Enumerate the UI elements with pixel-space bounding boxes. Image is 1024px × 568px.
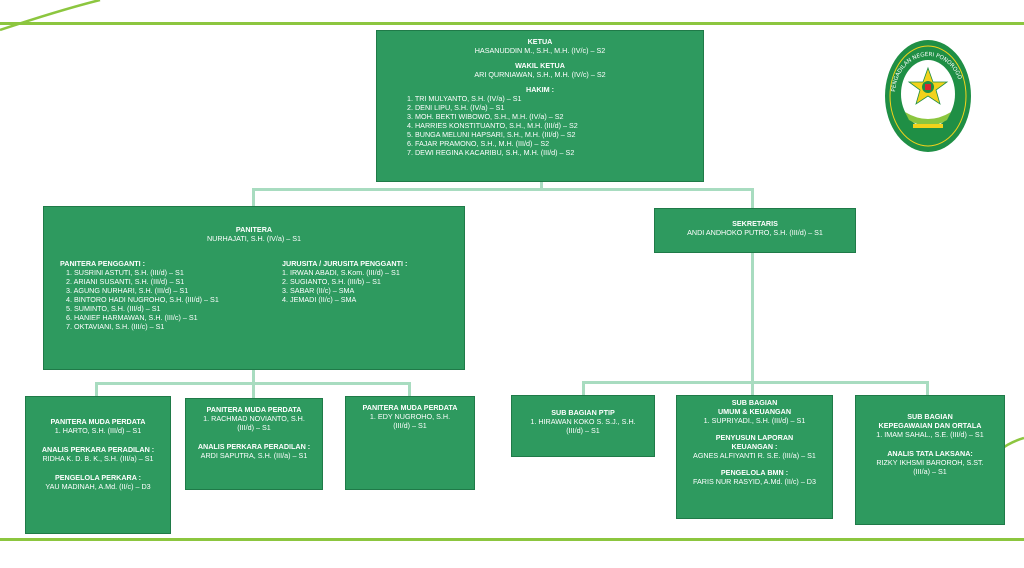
sb2-bmn-title: PENGELOLA BMN : — [720, 468, 789, 477]
list-item: 1. TRI MULYANTO, S.H. (IV/a) – S1 — [407, 94, 522, 103]
pm3-name-line2: (III/d) – S1 — [393, 421, 427, 430]
panitera-title: PANITERA — [235, 225, 273, 234]
connector-to-panitera — [252, 188, 255, 206]
connector-top-horizontal — [252, 188, 753, 191]
connector-to-pm3 — [408, 382, 411, 396]
sb3-title-line1: SUB BAGIAN — [907, 412, 953, 421]
panitera-name: NURHAJATI, S.H. (IV/a) – S1 — [206, 234, 302, 243]
sb2-bmn-name: FARIS NUR RASYID, A.Md. (II/c) – D3 — [692, 477, 816, 486]
hakim-list: 1. TRI MULYANTO, S.H. (IV/a) – S1 2. DEN… — [407, 94, 699, 157]
sb3-analis-title: ANALIS TATA LAKSANA: — [887, 449, 973, 458]
sb1-name-line1: 1. HIRAWAN KOKO S. S.J., S.H. — [530, 417, 636, 426]
list-item: 1. IRWAN ABADI, S.Kom. (III/d) – S1 — [282, 268, 400, 277]
pm2-name-line2: (III/d) – S1 — [237, 423, 271, 432]
pm3-title: PANITERA MUDA PERDATA — [362, 403, 458, 412]
connector-sekretaris-horizontal — [582, 381, 929, 384]
connector-to-pm2 — [252, 382, 255, 398]
connector-to-sb2 — [751, 381, 754, 395]
list-item: 3. AGUNG NURHARI, S.H. (III/d) – S1 — [66, 286, 189, 295]
sekretaris-box: SEKRETARIS ANDI ANDHOKO PUTRO, S.H. (III… — [654, 208, 856, 253]
list-item: 2. SUGIANTO, S.H. (III/b) – S1 — [282, 277, 381, 286]
pm1-name: 1. HARTO, S.H. (III/d) – S1 — [54, 426, 142, 435]
list-item: 4. JEMADI (II/c) – SMA — [282, 295, 357, 304]
pm1-analis-name: RIDHA K. D. B. K., S.H. (III/a) – S1 — [42, 454, 154, 463]
connector-to-sb1 — [582, 381, 585, 395]
pm1-analis-title: ANALIS PERKARA PERADILAN : — [41, 445, 155, 454]
sb3-analis-line1: RIZKY IKHSMI BAROROH, S.ST. — [876, 458, 984, 467]
wakil-ketua-title: WAKIL KETUA — [515, 61, 565, 70]
sb3-title-line2: KEPEGAWAIAN DAN ORTALA — [878, 421, 982, 430]
sb2-title-line1: SUB BAGIAN — [731, 398, 778, 407]
emblem-star-icon — [907, 66, 949, 105]
pm1-pengelola-name: YAU MADINAH, A.Md. (II/c) – D3 — [45, 482, 151, 491]
list-item: 7. OKTAVIANI, S.H. (III/c) – S1 — [66, 322, 165, 331]
list-item: 3. SABAR (II/c) – SMA — [282, 286, 355, 295]
panitera-muda-perdata-3-box: PANITERA MUDA PERDATA 1. EDY NUGROHO, S.… — [345, 396, 475, 490]
pm2-analis-title: ANALIS PERKARA PERADILAN : — [197, 442, 311, 451]
list-item: 1. SUSRINI ASTUTI, S.H. (III/d) – S1 — [66, 268, 184, 277]
sb2-title-line2: UMUM & KEUANGAN — [717, 407, 792, 416]
sb2-name: 1. SUPRIYADI., S.H. (III/d) – S1 — [703, 416, 806, 425]
connector-sekretaris-down — [751, 253, 754, 383]
pm1-pengelola-title: PENGELOLA PERKARA : — [54, 473, 142, 482]
list-item: 6. HANIEF HARMAWAN, S.H. (III/c) – S1 — [66, 313, 198, 322]
ketua-box: KETUA HASANUDDIN M., S.H., M.H. (IV/c) –… — [376, 30, 704, 182]
ketua-name: HASANUDDIN M., S.H., M.H. (IV/c) – S2 — [474, 46, 606, 55]
list-item: 4. HARRIES KONSTITUANTO, S.H., M.H. (III… — [407, 121, 578, 130]
panitera-box: PANITERA NURHAJATI, S.H. (IV/a) – S1 PAN… — [43, 206, 465, 370]
pm2-analis-name: ARDI SAPUTRA, S.H. (III/a) – S1 — [200, 451, 308, 460]
bottom-rule — [0, 538, 1024, 541]
sub-bagian-ptip-box: SUB BAGIAN PTIP 1. HIRAWAN KOKO S. S.J.,… — [511, 395, 655, 457]
panitera-pengganti-list: 1. SUSRINI ASTUTI, S.H. (III/d) – S1 2. … — [66, 268, 219, 331]
panitera-pengganti-title: PANITERA PENGGANTI : — [60, 259, 146, 268]
connector-to-sekretaris — [751, 188, 754, 208]
list-item: 3. MOH. BEKTI WIBOWO, S.H., M.H. (IV/a) … — [407, 112, 564, 121]
wakil-ketua-name: ARI QURNIAWAN, S.H., M.H. (IV/c) – S2 — [474, 70, 606, 79]
top-rule — [0, 22, 1024, 25]
connector-to-sb3 — [926, 381, 929, 395]
connector-to-pm1 — [95, 382, 98, 396]
ketua-title: KETUA — [527, 37, 553, 46]
sub-bagian-umum-keuangan-box: SUB BAGIAN UMUM & KEUANGAN 1. SUPRIYADI.… — [676, 395, 833, 519]
sub-bagian-kepegawaian-box: SUB BAGIAN KEPEGAWAIAN DAN ORTALA 1. IMA… — [855, 395, 1005, 525]
jurusita-title: JURUSITA / JURUSITA PENGGANTI : — [282, 259, 408, 268]
jurusita-list: 1. IRWAN ABADI, S.Kom. (III/d) – S1 2. S… — [282, 268, 407, 304]
sb2-penyusun-title-line2: KEUANGAN : — [731, 442, 778, 451]
sb2-penyusun-title-line1: PENYUSUN LAPORAN — [715, 433, 794, 442]
sekretaris-title: SEKRETARIS — [732, 219, 778, 228]
sb2-penyusun-name: AGNES ALFIYANTI R. S.E. (III/a) – S1 — [693, 451, 816, 460]
pm3-name-line1: 1. EDY NUGROHO, S.H. — [369, 412, 451, 421]
list-item: 4. BINTORO HADI NUGROHO, S.H. (III/d) – … — [66, 295, 219, 304]
pm2-title: PANITERA MUDA PERDATA — [206, 405, 302, 414]
connector-ketua-down — [540, 182, 543, 190]
sb1-title: SUB BAGIAN PTIP — [551, 408, 615, 417]
hakim-title: HAKIM : — [526, 85, 554, 94]
list-item: 6. FAJAR PRAMONO, S.H., M.H. (III/d) – S… — [407, 139, 550, 148]
list-item: 2. ARIANI SUSANTI, S.H. (III/d) – S1 — [66, 277, 185, 286]
court-emblem-logo: PENGADILAN NEGERI PONOROGO — [885, 40, 971, 152]
list-item: 2. DENI LIPU, S.H. (IV/a) – S1 — [407, 103, 505, 112]
list-item: 5. SUMINTO, S.H. (III/d) – S1 — [66, 304, 161, 313]
pm2-name-line1: 1. RACHMAD NOVIANTO, S.H. — [203, 414, 305, 423]
list-item: 7. DEWI REGINA KACARIBU, S.H., M.H. (III… — [407, 148, 575, 157]
sb3-name: 1. IMAM SAHAL., S.E. (III/d) – S1 — [876, 430, 984, 439]
sb1-name-line2: (III/d) – S1 — [566, 426, 600, 435]
sb3-analis-line2: (III/a) – S1 — [913, 467, 947, 476]
pm1-title: PANITERA MUDA PERDATA — [50, 417, 146, 426]
sekretaris-name: ANDI ANDHOKO PUTRO, S.H. (III/d) – S1 — [687, 228, 823, 237]
list-item: 5. BUNGA MELUNI HAPSARI, S.H., M.H. (III… — [407, 130, 576, 139]
panitera-muda-perdata-1-box: PANITERA MUDA PERDATA 1. HARTO, S.H. (II… — [25, 396, 171, 534]
panitera-muda-perdata-2-box: PANITERA MUDA PERDATA 1. RACHMAD NOVIANT… — [185, 398, 323, 490]
connector-panitera-down — [252, 370, 255, 384]
